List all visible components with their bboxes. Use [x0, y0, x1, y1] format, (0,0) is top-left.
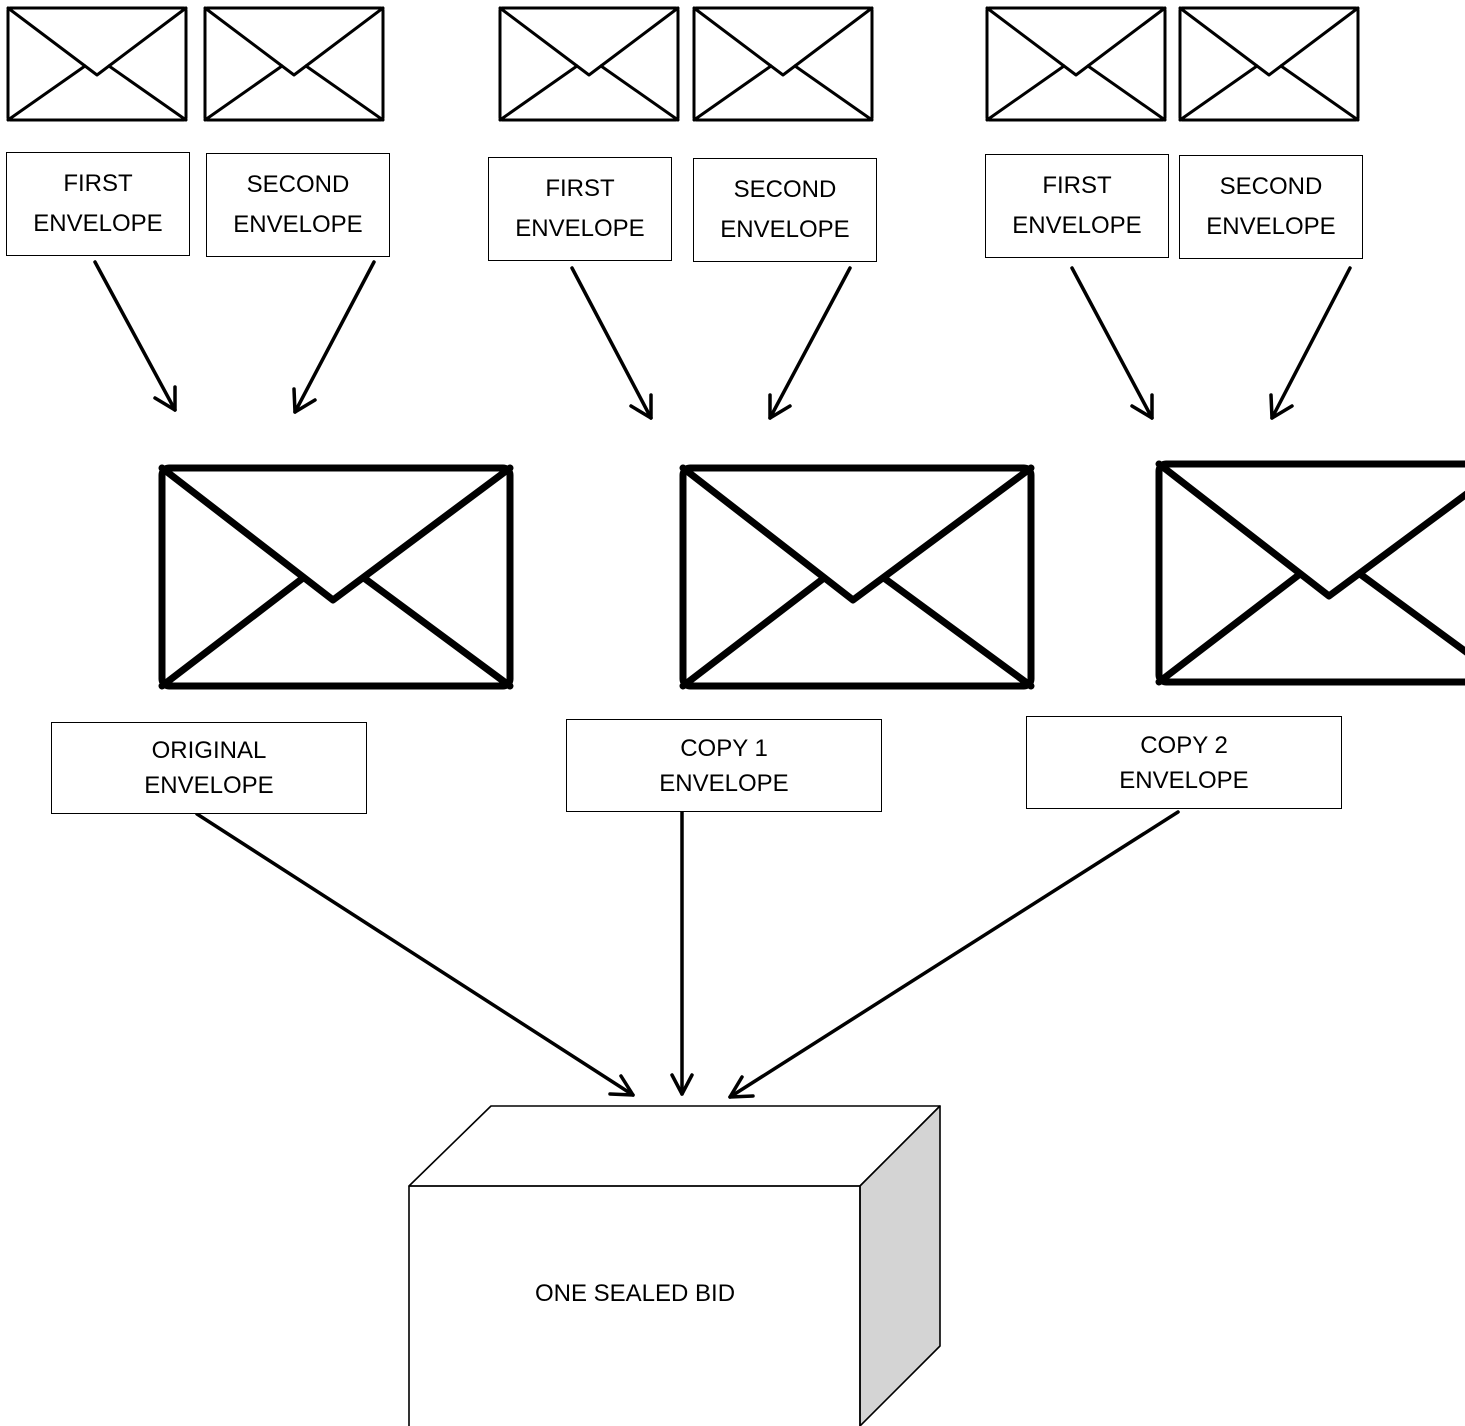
- copy-1-envelope-label: COPY 1 ENVELOPE: [566, 719, 882, 812]
- envelope-icon: [985, 6, 1167, 122]
- envelope-icon: [203, 6, 385, 122]
- arrow-icon: [728, 810, 1180, 1099]
- label-line: ENVELOPE: [720, 216, 850, 243]
- second-envelope-label: SECOND ENVELOPE: [1179, 155, 1363, 259]
- label-line: ENVELOPE: [144, 772, 274, 799]
- second-envelope-label: SECOND ENVELOPE: [693, 158, 877, 262]
- arrow-icon: [1269, 266, 1352, 420]
- label-line: ORIGINAL: [151, 737, 267, 764]
- label-line: ENVELOPE: [515, 215, 645, 242]
- envelope-icon: [1178, 6, 1360, 122]
- label-line: ENVELOPE: [33, 210, 163, 237]
- label-line: COPY 1: [680, 734, 768, 762]
- envelope-icon: [679, 464, 1035, 690]
- arrow-icon: [195, 812, 635, 1097]
- original-envelope-label: ORIGINAL ENVELOPE: [51, 722, 367, 814]
- label-line: ENVELOPE: [1012, 212, 1142, 239]
- envelope-icon: [6, 6, 188, 122]
- arrow-icon: [570, 266, 653, 420]
- label-line: FIRST: [63, 170, 133, 197]
- first-envelope-label: FIRST ENVELOPE: [6, 152, 190, 256]
- arrow-icon: [768, 266, 852, 420]
- label-line: SECOND: [246, 171, 350, 198]
- copy-2-envelope-label: COPY 2 ENVELOPE: [1026, 716, 1342, 809]
- arrow-icon: [93, 260, 177, 412]
- arrow-icon: [1070, 266, 1154, 420]
- envelope-icon: [1155, 460, 1465, 686]
- envelope-icon: [692, 6, 874, 122]
- arrow-icon: [292, 260, 376, 414]
- first-envelope-label: FIRST ENVELOPE: [488, 157, 672, 261]
- label-line: ENVELOPE: [659, 769, 789, 797]
- label-line: SECOND: [1219, 173, 1323, 200]
- label-line: ENVELOPE: [233, 211, 363, 238]
- label-line: FIRST: [545, 175, 615, 202]
- envelope-icon: [158, 464, 514, 690]
- label-line: FIRST: [1042, 172, 1112, 199]
- label-line: ENVELOPE: [1206, 213, 1336, 240]
- label-line: COPY 2: [1140, 731, 1228, 759]
- arrow-icon: [670, 810, 694, 1096]
- box-icon: [408, 1105, 941, 1426]
- label-line: ENVELOPE: [1119, 766, 1249, 794]
- envelope-icon: [498, 6, 680, 122]
- first-envelope-label: FIRST ENVELOPE: [985, 154, 1169, 258]
- label-line: SECOND: [733, 176, 837, 203]
- second-envelope-label: SECOND ENVELOPE: [206, 153, 390, 257]
- sealed-bid-label: ONE SEALED BID: [534, 1280, 736, 1307]
